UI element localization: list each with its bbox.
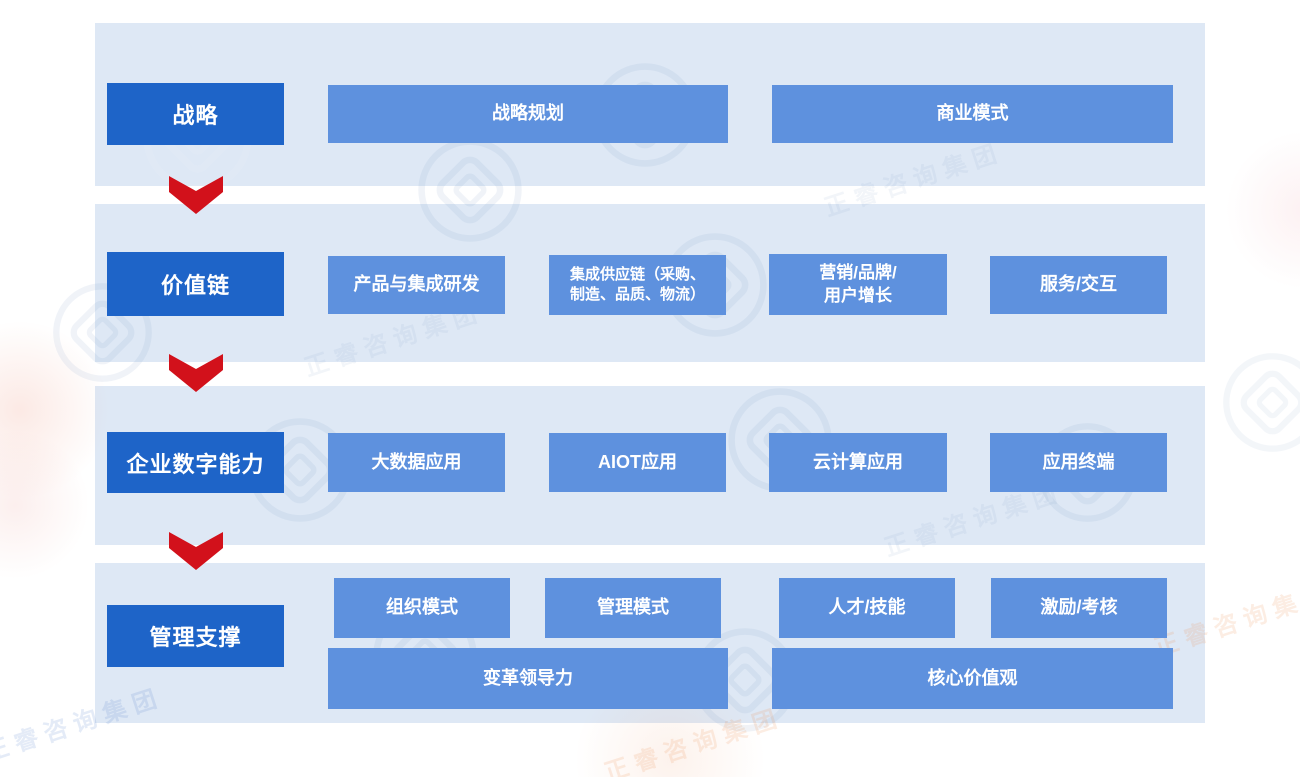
watermark-logo-icon bbox=[1223, 353, 1300, 452]
watermark-logo-icon bbox=[53, 283, 152, 382]
down-chevron-icon bbox=[169, 176, 223, 214]
box-incentive-assessment: 激励/考核 bbox=[991, 578, 1167, 638]
box-change-leadership: 变革领导力 bbox=[328, 648, 728, 709]
down-chevron-icon bbox=[169, 354, 223, 392]
box-management-model: 管理模式 bbox=[545, 578, 721, 638]
watermark-blob bbox=[1225, 130, 1300, 290]
box-marketing-brand-growth: 营销/品牌/ 用户增长 bbox=[769, 254, 947, 315]
box-core-values: 核心价值观 bbox=[772, 648, 1173, 709]
box-text-line: 制造、品质、物流） bbox=[569, 286, 705, 303]
box-service-interaction: 服务/交互 bbox=[990, 256, 1167, 314]
row-label-digital-capability: 企业数字能力 bbox=[107, 432, 284, 493]
box-application-terminal: 应用终端 bbox=[990, 433, 1167, 492]
down-chevron-icon bbox=[169, 532, 223, 570]
row-label-strategy: 战略 bbox=[107, 83, 284, 145]
box-product-integrated-rd: 产品与集成研发 bbox=[328, 256, 505, 314]
row-label-value-chain: 价值链 bbox=[107, 252, 284, 316]
box-big-data-application: 大数据应用 bbox=[328, 433, 505, 492]
box-talent-skills: 人才/技能 bbox=[779, 578, 955, 638]
box-strategic-planning: 战略规划 bbox=[328, 85, 728, 143]
row-label-management-support: 管理支撑 bbox=[107, 605, 284, 667]
box-cloud-computing-application: 云计算应用 bbox=[769, 433, 947, 492]
box-text-line: 用户增长 bbox=[824, 285, 892, 305]
watermark-logo-icon bbox=[418, 138, 522, 242]
box-integrated-supply-chain: 集成供应链（采购、 制造、品质、物流） bbox=[549, 255, 726, 315]
box-aiot-application: AIOT应用 bbox=[549, 433, 726, 492]
box-business-model: 商业模式 bbox=[772, 85, 1173, 143]
box-text-line: 营销/品牌/ bbox=[819, 263, 897, 283]
box-organization-model: 组织模式 bbox=[334, 578, 510, 638]
box-text-line: 集成供应链（采购、 bbox=[569, 265, 705, 283]
